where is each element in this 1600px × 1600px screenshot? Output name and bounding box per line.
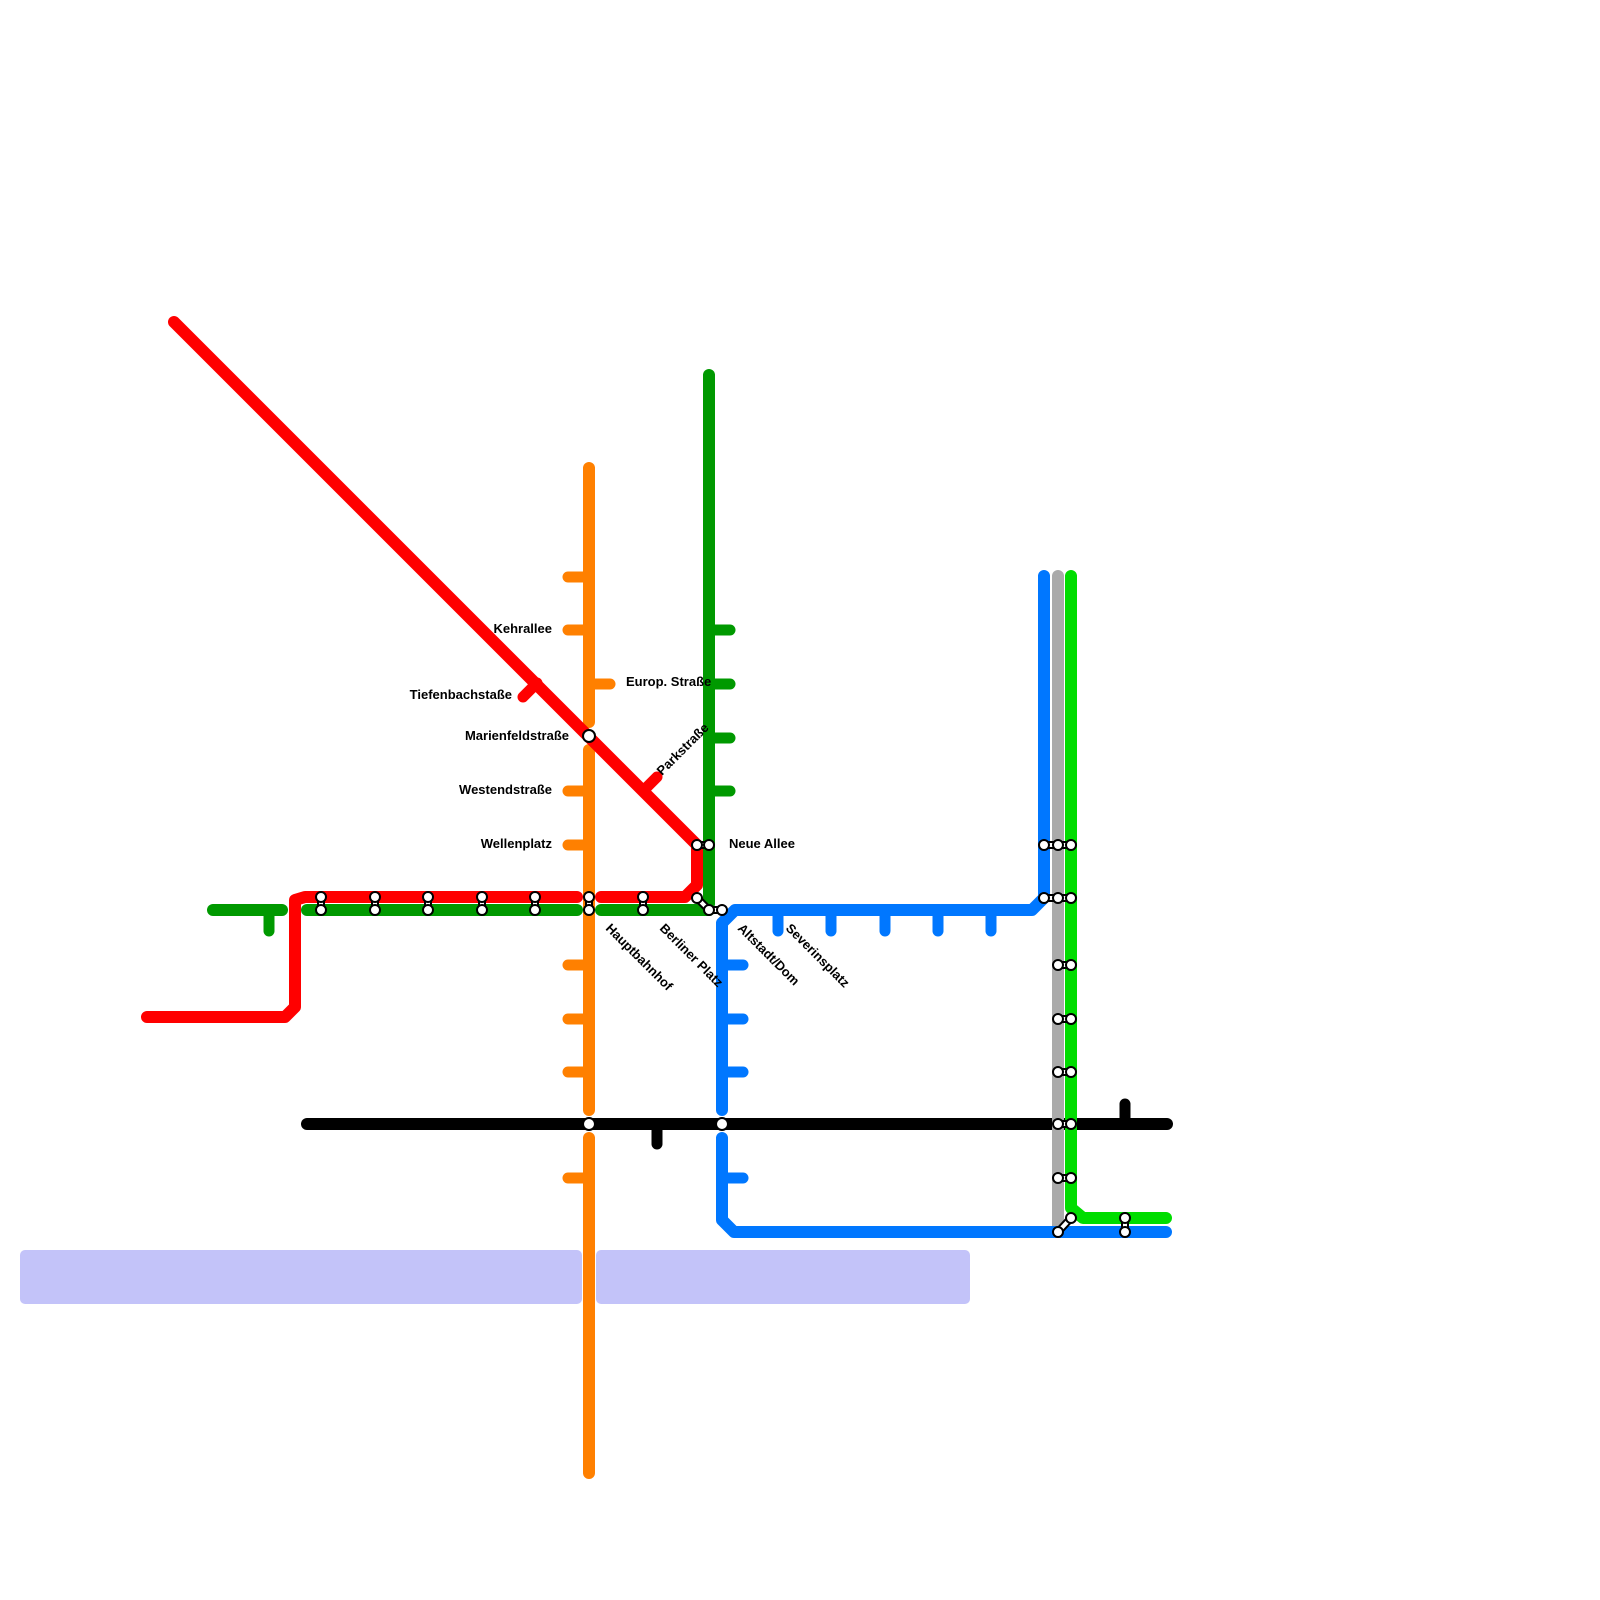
hauptbahnhof-interchange[interactable] (583, 891, 595, 916)
line-orange[interactable] (562, 462, 616, 1479)
water-bodies (20, 1250, 970, 1304)
interchange-pair[interactable] (1052, 1172, 1077, 1184)
station-label-marienfeldstrasse: Marienfeldstraße (465, 728, 569, 743)
interchange-pair[interactable] (1119, 1212, 1131, 1238)
station-labels: Kehrallee Europ. Straße Tiefenbachstaße … (410, 621, 853, 994)
station-label-kehrallee: Kehrallee (493, 621, 552, 636)
line-blue[interactable] (716, 570, 1172, 1238)
neue-allee-interchange[interactable] (691, 839, 715, 851)
interchange-pair[interactable] (1052, 959, 1077, 971)
interchange-pair[interactable] (529, 891, 541, 916)
interchange-pair[interactable] (422, 891, 434, 916)
east-interchange-845[interactable] (1038, 839, 1077, 851)
station-label-wellenplatz: Wellenplatz (481, 836, 553, 851)
station-label-europ-strasse: Europ. Straße (626, 674, 711, 689)
altstadt-dom-interchange[interactable] (691, 892, 728, 916)
line-dark-green[interactable] (207, 369, 736, 937)
black-blue-station[interactable] (715, 1117, 729, 1131)
station-label-westendstrasse: Westendstraße (459, 782, 552, 797)
interchange-pair[interactable] (315, 891, 327, 916)
station-label-parkstrasse: Parkstraße (654, 720, 712, 778)
marienfeldstrasse-station[interactable] (582, 729, 596, 743)
station-label-neue-allee: Neue Allee (729, 836, 795, 851)
interchange-connectors (315, 729, 1131, 1238)
black-orange-station[interactable] (582, 1117, 596, 1131)
interchange-pair[interactable] (369, 891, 381, 916)
line-black[interactable] (301, 1098, 1173, 1150)
berliner-platz-interchange[interactable] (637, 891, 649, 916)
interchange-pair[interactable] (1052, 1066, 1077, 1078)
interchange-pair[interactable] (1052, 1118, 1077, 1130)
interchange-pair[interactable] (1052, 1212, 1077, 1238)
east-interchange-898[interactable] (1038, 892, 1077, 904)
station-label-tiefenbachstrasse: Tiefenbachstaße (410, 687, 512, 702)
interchange-pair[interactable] (476, 891, 488, 916)
interchange-pair[interactable] (1052, 1013, 1077, 1025)
water-body-west (20, 1250, 582, 1304)
water-body-east (596, 1250, 970, 1304)
